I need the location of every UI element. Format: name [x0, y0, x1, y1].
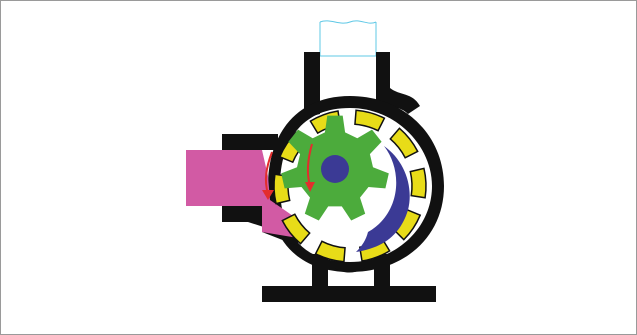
outer-rotor-tooth	[410, 168, 426, 197]
outlet-pipe	[320, 21, 376, 56]
inner-gear	[281, 116, 389, 221]
gear-hub	[321, 155, 349, 183]
